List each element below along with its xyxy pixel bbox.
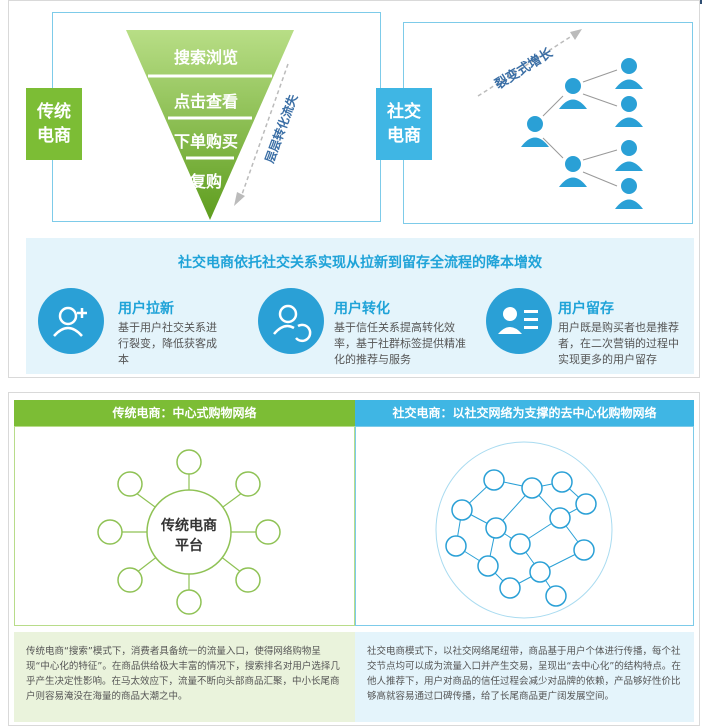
feature-desc-conversion: 基于信任关系提高转化效率，基于社群标签提供精准化的推荐与服务 — [334, 321, 466, 366]
central-platform-label: 传统电商 平台 — [150, 516, 228, 556]
feature-title-conversion: 用户转化 — [334, 301, 390, 317]
funnel-step-1: 搜索浏览 — [173, 48, 238, 67]
social-network-header: 社交电商：以社交网络为支撑的去中心化购物网络 — [355, 400, 694, 426]
central-platform-label-line2: 平台 — [175, 538, 203, 554]
funnel-step-3: 下单购买 — [173, 132, 238, 151]
band-title: 社交电商依托社交关系实现从拉新到留存全流程的降本增效 — [178, 255, 542, 271]
user-list-icon — [486, 288, 552, 354]
feature-title-retention: 用户留存 — [558, 301, 614, 317]
user-tree-diagram — [521, 58, 643, 209]
feature-title-acquisition: 用户拉新 — [118, 301, 174, 317]
refresh-user-icon — [258, 288, 324, 354]
feature-desc-retention: 用户既是购买者也是推荐者，在二次营销的过程中实现更多的用户留存 — [558, 321, 679, 366]
traditional-description: 传统电商“搜索”模式下，消费者具备统一的流量入口，使得网络购物呈现“中心化的特征… — [14, 632, 355, 722]
funnel-arrow — [234, 63, 289, 206]
funnel-diagram — [126, 30, 294, 220]
centralized-network-diagram — [97, 449, 281, 615]
feature-desc-acquisition: 基于用户社交关系进行裂变，降低获客成本 — [118, 321, 217, 366]
funnel-step-4: 复购 — [189, 172, 222, 191]
add-user-icon — [38, 288, 104, 354]
centralized-network-box — [14, 426, 355, 626]
social-ecommerce-tag: 社交 电商 — [376, 88, 432, 160]
growth-arrow — [477, 29, 582, 97]
decentralized-network-box — [355, 426, 694, 626]
central-platform-label-line1: 传统电商 — [161, 518, 217, 534]
benefit-band — [26, 238, 694, 374]
funnel-step-2: 点击查看 — [173, 92, 238, 111]
decentralized-network-diagram — [435, 441, 613, 619]
traditional-network-header: 传统电商：中心式购物网络 — [14, 400, 355, 426]
traditional-ecommerce-tag: 传统 电商 — [26, 88, 82, 160]
social-description: 社交电商模式下，以社交网络尾纽带，商品基于用户个体进行传播，每个社交节点均可以成… — [355, 632, 694, 722]
